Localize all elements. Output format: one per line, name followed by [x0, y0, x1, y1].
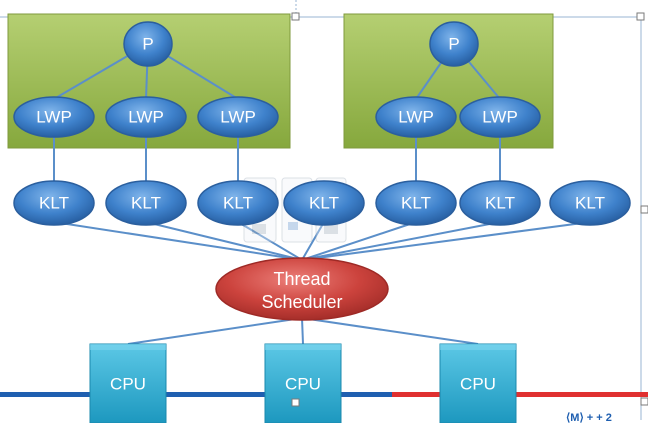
connectors [53, 43, 591, 345]
cpu-label: CPU [285, 375, 321, 394]
thread-scheduler-node: Thread Scheduler [215, 257, 389, 321]
resize-handle-bottom-right[interactable] [640, 397, 648, 406]
lwp-node: LWP [197, 96, 279, 138]
scheduler-label-line1: Thread [273, 269, 330, 289]
process-node-label: P [448, 35, 459, 54]
lwp-label: LWP [128, 108, 164, 127]
klt-label: KLT [309, 194, 339, 213]
cpu-box: CPU [439, 343, 517, 423]
lwp-node: LWP [459, 96, 541, 138]
klt-node: KLT [13, 180, 95, 226]
klt-node: KLT [197, 180, 279, 226]
cpu-box: CPU [89, 343, 167, 423]
process-node-label: P [142, 35, 153, 54]
klt-label: KLT [39, 194, 69, 213]
corner-text: ⟨M⟩ + + 2 [566, 412, 612, 423]
cpu-box: CPU [264, 343, 342, 423]
lwp-label: LWP [36, 108, 72, 127]
klt-label: KLT [401, 194, 431, 213]
scheduler-label-line2: Scheduler [261, 292, 342, 312]
lwp-label: LWP [220, 108, 256, 127]
klt-label: KLT [575, 194, 605, 213]
lwp-node: LWP [105, 96, 187, 138]
klt-node: KLT [283, 180, 365, 226]
lwp-node: LWP [13, 96, 95, 138]
lwp-label: LWP [482, 108, 518, 127]
process-node-2: P [429, 21, 479, 67]
resize-handle-bottom[interactable] [291, 398, 300, 407]
klt-node: KLT [105, 180, 187, 226]
klt-label: KLT [131, 194, 161, 213]
lwp-label: LWP [398, 108, 434, 127]
cpu-label: CPU [460, 375, 496, 394]
process-node-1: P [123, 21, 173, 67]
klt-node: KLT [549, 180, 631, 226]
lwp-node: LWP [375, 96, 457, 138]
klt-node: KLT [459, 180, 541, 226]
system-bus [0, 392, 648, 397]
klt-node: KLT [375, 180, 457, 226]
klt-label: KLT [485, 194, 515, 213]
resize-handle-top[interactable] [291, 12, 300, 21]
klt-label: KLT [223, 194, 253, 213]
resize-handle-top-right[interactable] [636, 12, 645, 21]
cpu-label: CPU [110, 375, 146, 394]
resize-handle-right[interactable] [640, 205, 648, 214]
